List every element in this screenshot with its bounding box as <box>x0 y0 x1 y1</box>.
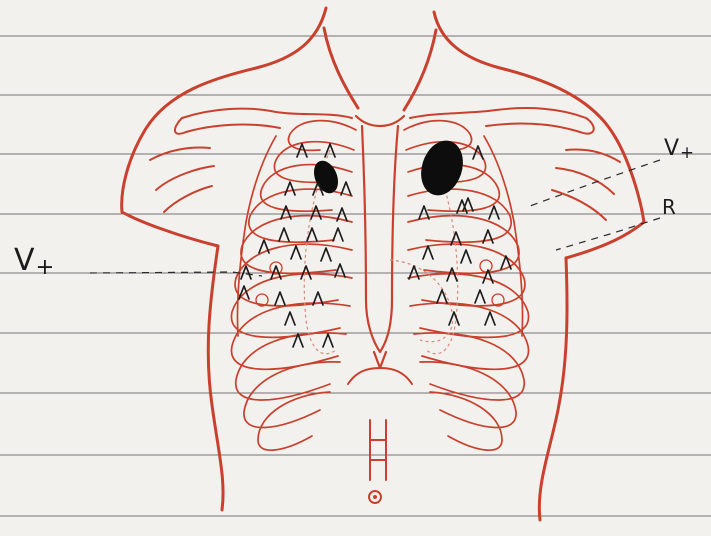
arrow-up-icon <box>285 182 295 195</box>
arrow-up-icon <box>285 312 295 325</box>
label-v-letter: V <box>664 136 679 161</box>
label-plus-sign: + <box>36 254 55 280</box>
arrow-up-icon <box>501 256 511 269</box>
arrow-up-icon <box>437 290 447 303</box>
arrow-up-icon <box>423 246 433 259</box>
arrow-up-icon <box>461 250 471 263</box>
label-r: R <box>662 197 676 217</box>
arrow-up-icon <box>485 312 495 325</box>
arrow-up-icon <box>341 182 351 195</box>
ruled-lines <box>0 36 711 516</box>
leader-line-r <box>556 218 660 250</box>
arrow-up-icon <box>489 206 499 219</box>
label-v-plus-left: V+ <box>14 246 54 276</box>
arrow-up-icon <box>419 206 429 219</box>
arrow-up-icon <box>449 312 459 325</box>
arrow-up-icon <box>275 292 285 305</box>
torso-outline <box>122 8 644 520</box>
label-v-letter: V <box>14 243 35 278</box>
arrow-up-icon <box>475 290 485 303</box>
label-v-plus-right: V+ <box>664 138 694 160</box>
umbilicus-center <box>373 495 377 499</box>
arrow-up-icon <box>333 228 343 241</box>
rib-number-marks <box>256 260 504 306</box>
ribs-right <box>231 121 356 451</box>
arrow-up-icon <box>291 246 301 259</box>
arrow-up-icon <box>321 248 331 261</box>
arrow-up-icon <box>323 334 333 347</box>
abdomen <box>348 368 412 480</box>
arrow-up-icon <box>279 228 289 241</box>
arrow-up-icon <box>307 228 317 241</box>
label-plus-sign: + <box>680 143 694 162</box>
arrow-up-icon <box>451 232 461 245</box>
